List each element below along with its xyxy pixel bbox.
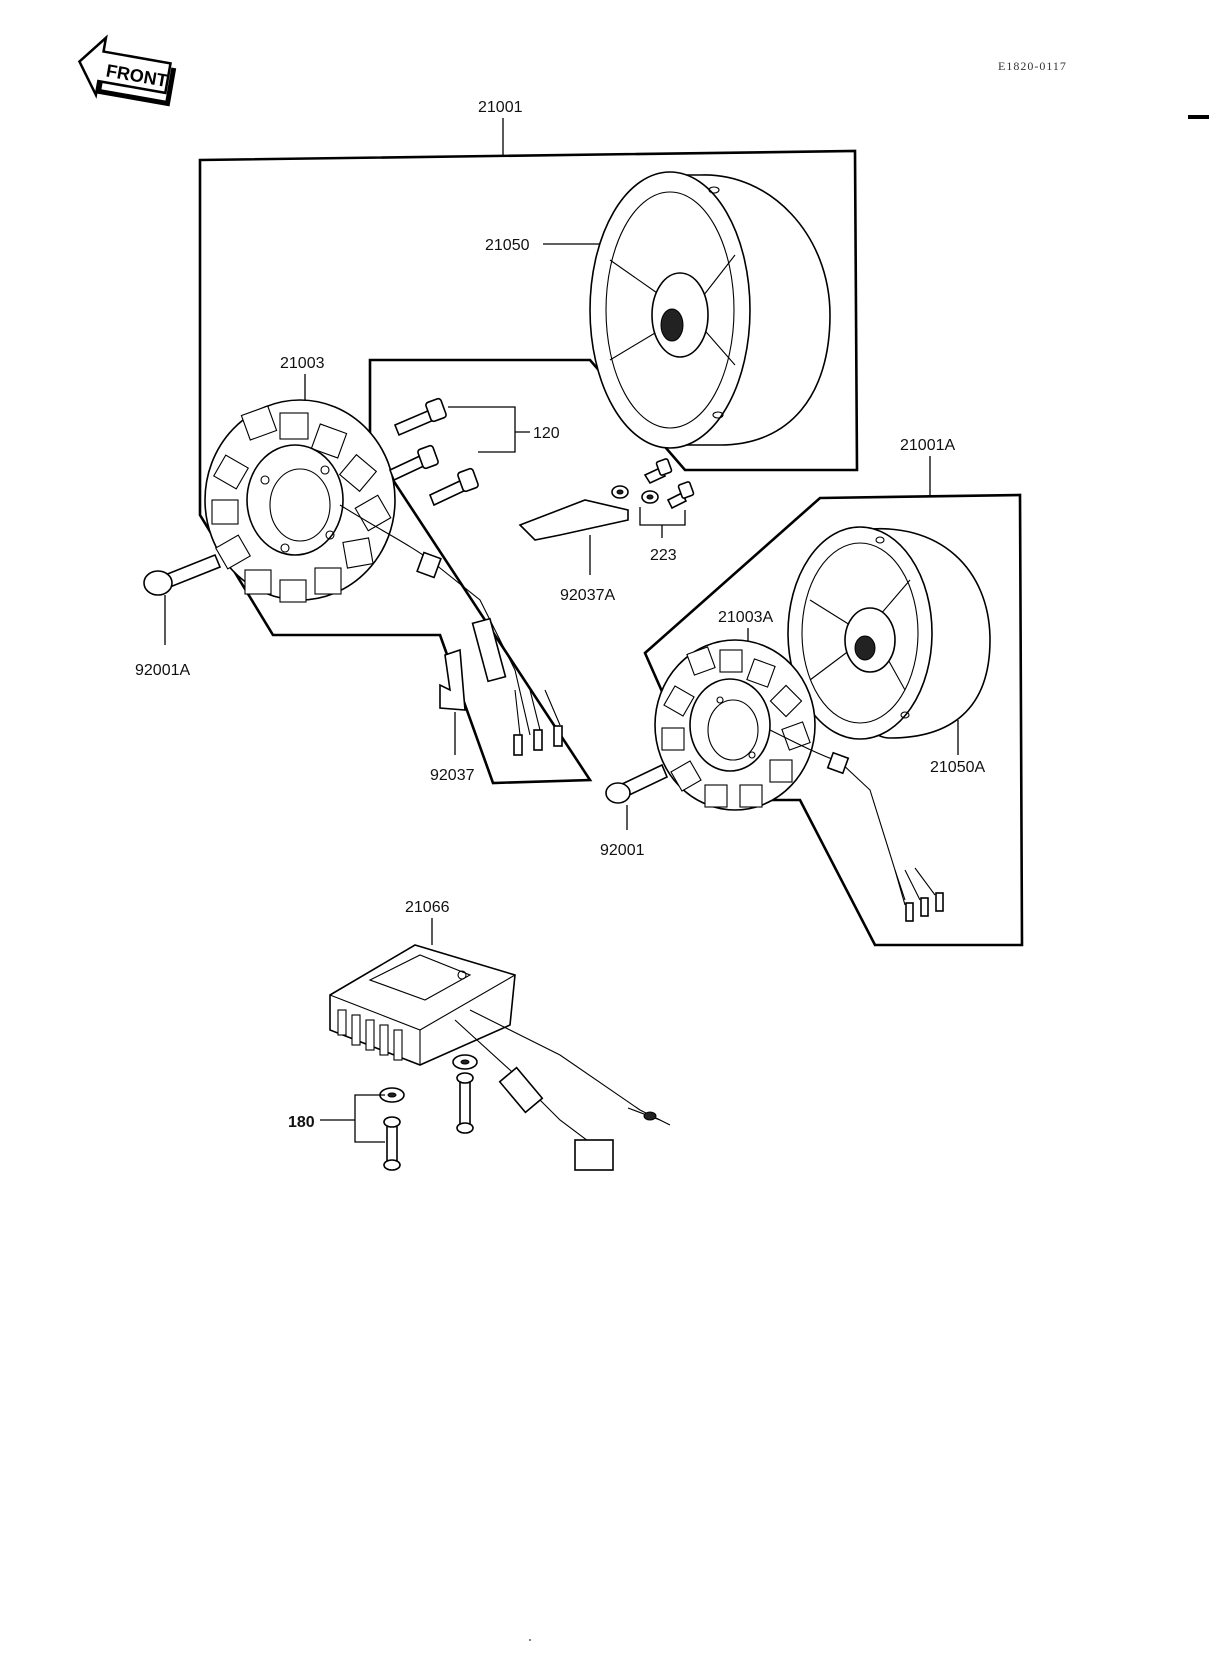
scan-dot [529,1639,531,1641]
front-arrow-icon: FRONT [77,34,177,107]
flywheel-alt [787,526,991,740]
label-washers: 223 [650,547,677,564]
bolt-92001 [605,763,669,804]
stator-alt [654,639,944,922]
bolts-180 [379,1054,478,1171]
assembly-alt-boundary [643,493,1024,947]
clamp-92037a [518,499,629,541]
flywheel [589,171,831,449]
label-assembly-alt: 21001A [900,437,955,454]
bolt-92001a [143,553,222,596]
label-clamp: 92037 [430,767,475,784]
label-reg-bolts: 180 [288,1114,315,1131]
bolts-120 [388,397,479,507]
label-stator-alt: 21003A [718,609,773,626]
label-clamp-a: 92037A [560,587,615,604]
label-bolt-a: 92001A [135,662,190,679]
label-bolts: 120 [533,425,560,442]
label-regulator: 21066 [405,899,450,916]
regulator [329,944,671,1171]
label-assembly-main: 21001 [478,99,523,116]
washers-223 [611,458,695,510]
label-stator: 21003 [280,355,325,372]
stator [204,399,563,756]
diagram-code: E1820-0117 [998,59,1067,73]
label-bolt: 92001 [600,842,645,859]
label-flywheel: 21050 [485,237,530,254]
clamp-92037 [439,648,466,711]
label-flywheel-alt: 21050A [930,759,985,776]
